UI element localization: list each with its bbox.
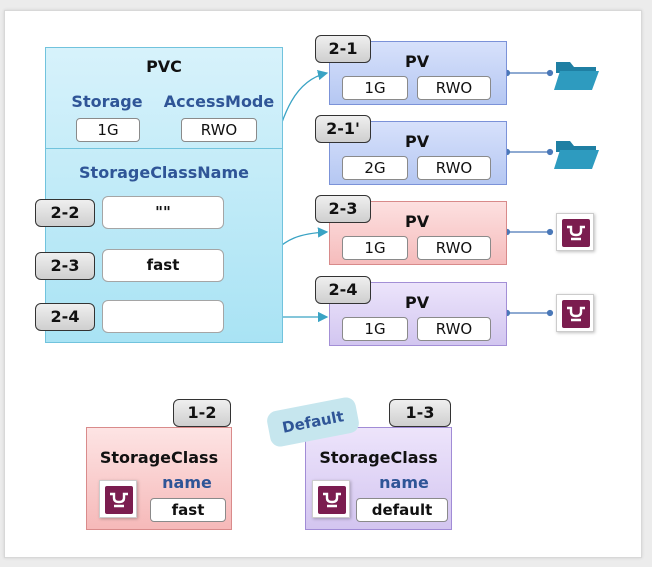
tag-pv-2-1p: 2-1' bbox=[315, 115, 371, 143]
pv-2-3-size: 1G bbox=[342, 236, 408, 260]
pvc-title: PVC bbox=[146, 57, 182, 76]
pvc-storage-value: 1G bbox=[76, 118, 140, 142]
storageclass-default-name-value: default bbox=[356, 498, 448, 522]
pv-2-1-mode: RWO bbox=[417, 76, 491, 100]
pv-2-1p-size: 2G bbox=[342, 156, 408, 180]
pvc-box bbox=[45, 47, 283, 343]
pv-2-3-title: PV bbox=[405, 212, 430, 231]
scn-value-blank bbox=[102, 300, 224, 333]
pv-2-1-title: PV bbox=[405, 52, 430, 71]
pvc-storage-label: Storage bbox=[71, 92, 143, 111]
ebs-icon bbox=[556, 294, 594, 332]
tag-2-2: 2-2 bbox=[35, 199, 95, 227]
storageclass-default-name-label: name bbox=[379, 473, 429, 492]
pv-2-1-size: 1G bbox=[342, 76, 408, 100]
storageclass-fast-title: StorageClass bbox=[99, 448, 219, 467]
tag-1-2: 1-2 bbox=[173, 399, 231, 427]
scn-value-empty-quotes: "" bbox=[102, 196, 224, 229]
pv-2-4-title: PV bbox=[405, 293, 430, 312]
pvc-accessmode-value: RWO bbox=[181, 118, 257, 142]
tag-pv-2-3: 2-3 bbox=[315, 195, 371, 223]
pvc-accessmode-label: AccessMode bbox=[163, 92, 275, 111]
pvc-divider bbox=[45, 148, 283, 149]
tag-pv-2-4: 2-4 bbox=[315, 276, 371, 304]
scn-value-fast: fast bbox=[102, 249, 224, 282]
tag-pv-2-1: 2-1 bbox=[315, 35, 371, 63]
tag-2-3: 2-3 bbox=[35, 252, 95, 280]
pvc-storageclassname-label: StorageClassName bbox=[79, 163, 249, 182]
pv-2-1p-title: PV bbox=[405, 132, 430, 151]
ebs-icon bbox=[99, 480, 137, 518]
ebs-icon bbox=[312, 480, 350, 518]
tag-1-3: 1-3 bbox=[389, 399, 451, 427]
storageclass-fast-name-label: name bbox=[162, 473, 212, 492]
pv-2-4-mode: RWO bbox=[417, 317, 491, 341]
storageclass-default-title: StorageClass bbox=[319, 448, 438, 467]
storageclass-fast-name-value: fast bbox=[150, 498, 226, 522]
pv-2-1p-mode: RWO bbox=[417, 156, 491, 180]
pv-2-4-size: 1G bbox=[342, 317, 408, 341]
folder-icon bbox=[554, 141, 599, 169]
ebs-icon bbox=[556, 213, 594, 251]
pv-2-3-mode: RWO bbox=[417, 236, 491, 260]
folder-icon bbox=[554, 62, 599, 90]
tag-2-4: 2-4 bbox=[35, 303, 95, 331]
